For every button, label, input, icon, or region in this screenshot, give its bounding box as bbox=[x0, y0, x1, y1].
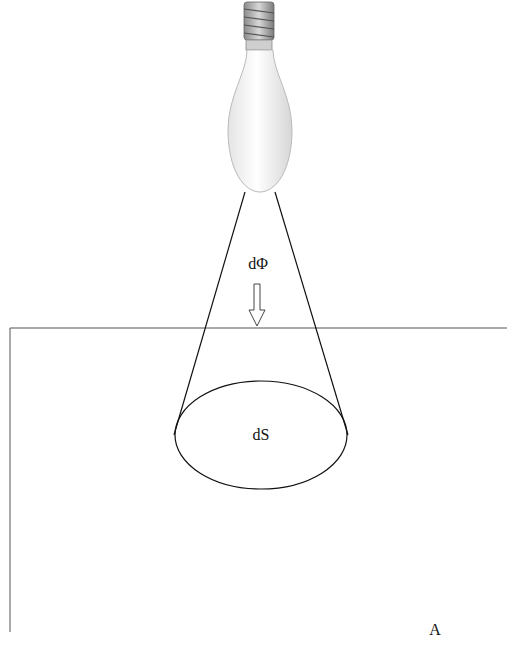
area-ellipse: dS bbox=[174, 380, 348, 490]
light-bulb bbox=[228, 2, 292, 192]
light-cone bbox=[174, 192, 348, 435]
surface-label: A bbox=[429, 621, 441, 639]
flux-arrow bbox=[249, 284, 265, 326]
surface-edge bbox=[10, 328, 507, 632]
area-label: dS bbox=[253, 426, 270, 444]
flux-label: dΦ bbox=[248, 255, 268, 273]
